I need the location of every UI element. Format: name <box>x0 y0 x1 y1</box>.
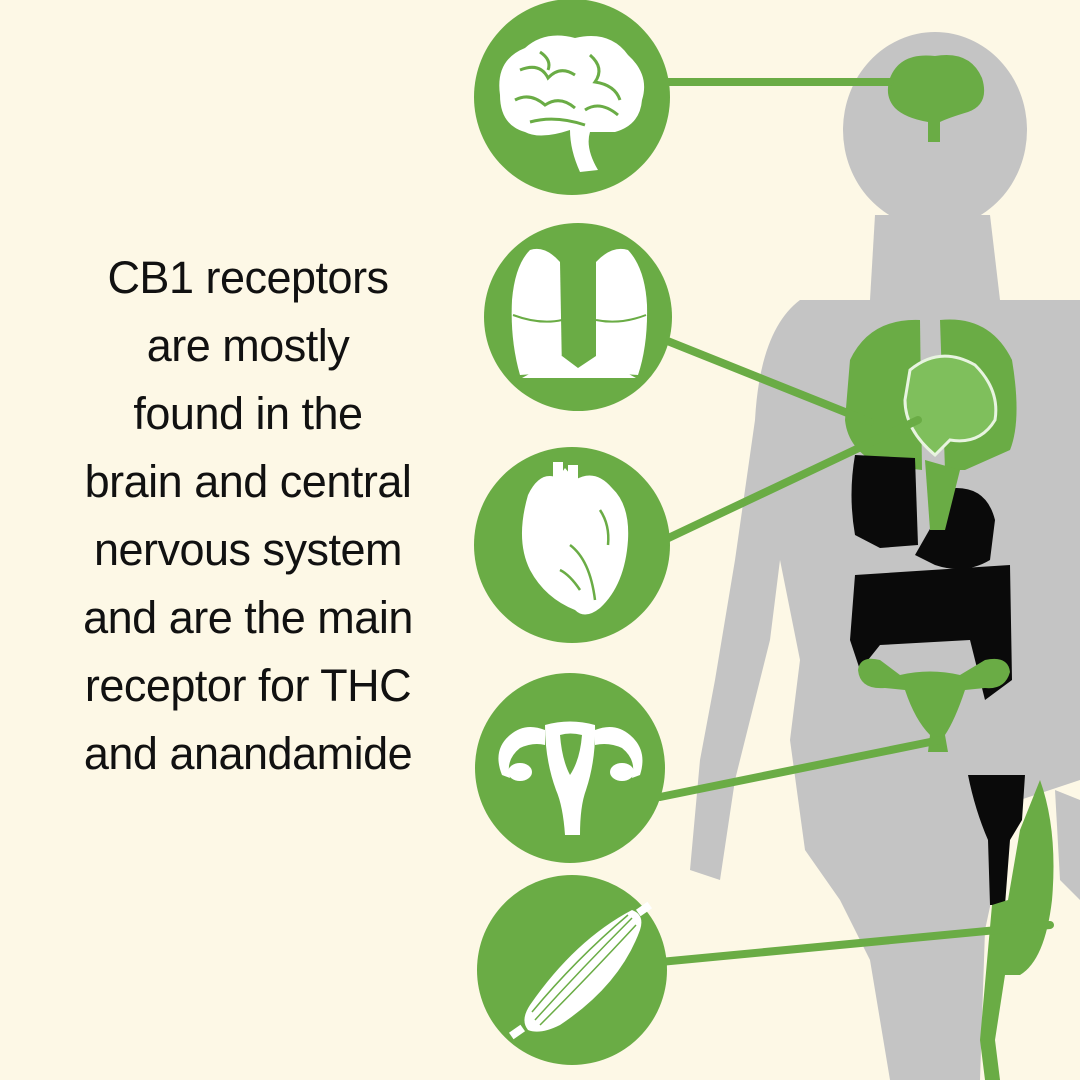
heart-icon <box>474 447 670 643</box>
connector-lungs <box>661 336 874 426</box>
body-liver-organ <box>851 455 918 548</box>
connector-heart <box>656 416 922 546</box>
brain-icon <box>474 0 670 195</box>
body-lungs-organ <box>845 319 922 470</box>
connector-lines <box>656 78 1054 966</box>
muscle-icon <box>477 875 667 1065</box>
body-stomach-organ <box>915 488 995 569</box>
body-femur-bone <box>968 775 1025 905</box>
body-uterus-organ <box>858 658 1010 752</box>
body-heart-organ <box>903 354 998 458</box>
icon-circles <box>474 0 672 1065</box>
uterus-icon <box>475 673 665 863</box>
caption-text: CB1 receptors are mostly found in the br… <box>83 252 413 779</box>
body-intestines-organ <box>850 565 1012 700</box>
body-organs <box>845 54 1054 1080</box>
connector-muscle <box>656 921 1054 966</box>
lungs-icon <box>484 223 672 411</box>
connector-uterus <box>656 736 944 801</box>
body-brain-organ <box>887 54 985 142</box>
